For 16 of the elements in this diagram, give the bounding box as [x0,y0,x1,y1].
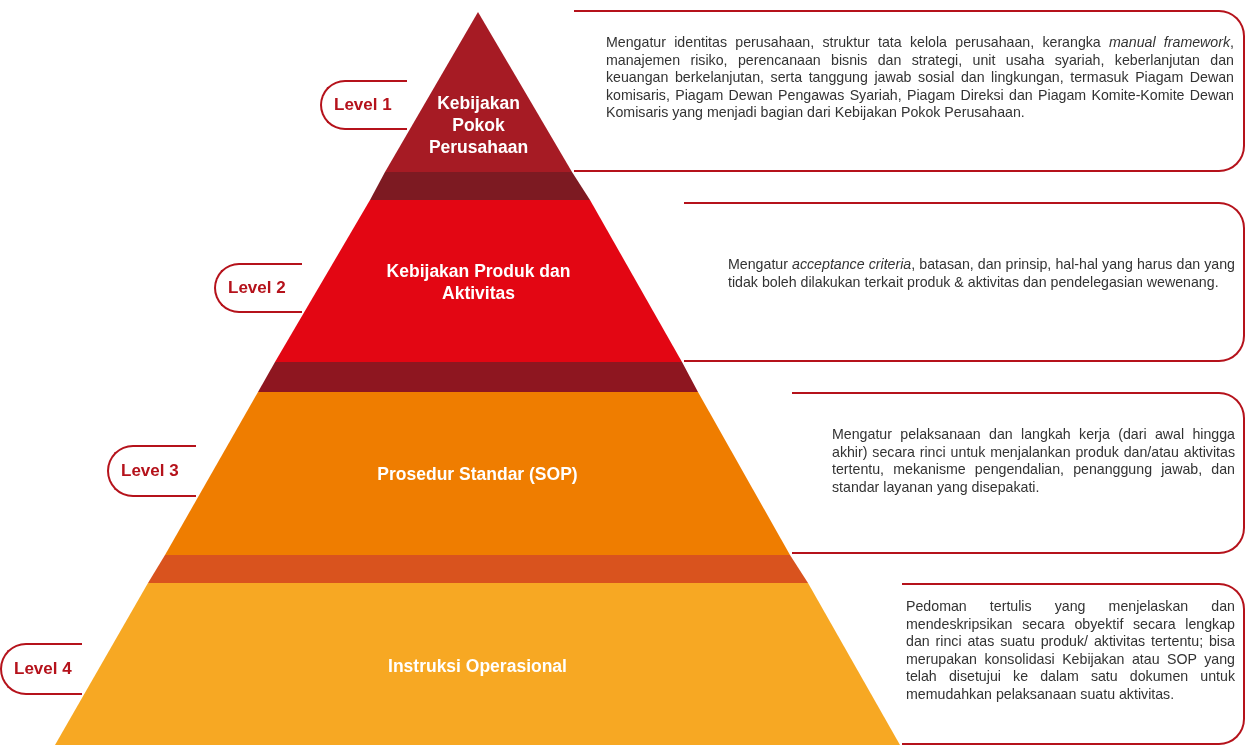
description-panel [684,202,1245,362]
description-panel [792,392,1245,554]
description-panel [902,583,1245,745]
tier-title: Kebijakan Pokok Perusahaan [427,92,530,158]
level-tag: Level 4 [0,643,82,695]
tier-title: Kebijakan Produk dan Aktivitas [385,260,572,304]
level-tag: Level 1 [320,80,407,130]
tier-title: Prosedur Standar (SOP) [376,463,579,485]
level-tag: Level 3 [107,445,196,497]
description-text: Pedoman tertulis yang menjelaskan dan mendeskripsikan secara obyektif secara lengkap dan rinci atas suatu produk/ aktivitas tertentu; bisa merupakan konsolidasi Kebijakan atau SOP yang telah disetujui ke dalam satu dokumen untuk memudahkan pelaksanaan suatu aktivitas. [906,598,1235,704]
description-panel [574,10,1245,172]
description-text: Mengatur identitas perusahaan, struktur tata kelola perusahaan, kerangka manual framework, manajemen risiko, perencanaan bisnis dan strategi, unit usaha syariah, keberlanjutan dan keuangan berkelanjutan, serta tanggung jawab sosial dan lingkungan, termasuk Piagam Dewan komisaris, Piagam Dewan Pengawas Syariah, Piagam Direksi dan Piagam Komite-Komite Dewan Komisaris yang menjadi bagian dari Kebijakan Pokok Perusahaan. [606,34,1234,122]
description-text: Mengatur pelaksanaan dan langkah kerja (dari awal hingga akhir) secara rinci untuk menjalankan produk dan/atau aktivitas tertentu, mekanisme pengendalian, penanggung jawab, dan standar layanan yang disepakati. [832,426,1235,497]
tier-title: Instruksi Operasional [387,655,568,677]
description-text: Mengatur acceptance criteria, batasan, dan prinsip, hal-hal yang harus dan yang tidak boleh dilakukan terkait produk & aktivitas dan pendelegasian wewenang. [728,256,1235,292]
level-tag: Level 2 [214,263,302,313]
